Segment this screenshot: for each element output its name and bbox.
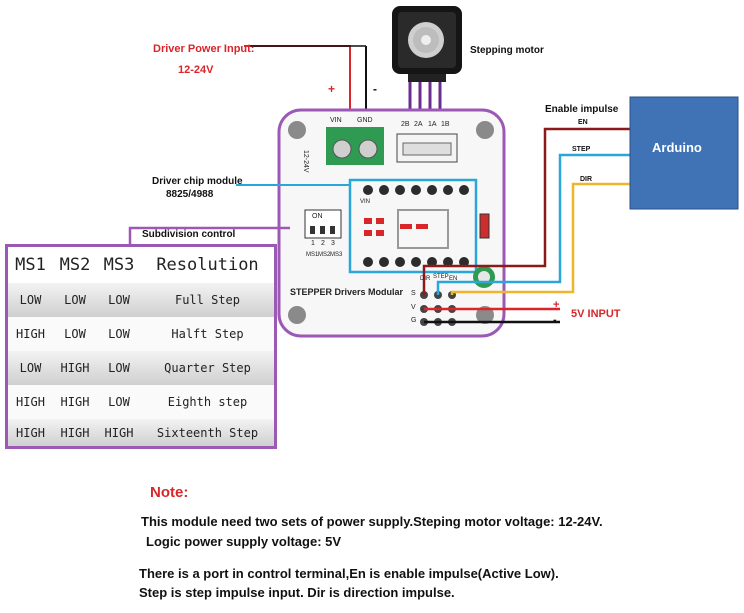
- ms3-silk: MS3: [330, 252, 343, 258]
- coil-2a-silk: 2A: [414, 121, 423, 128]
- cell-ms2: HIGH: [60, 395, 90, 409]
- five-v-input-label: 5V INPUT: [571, 308, 621, 320]
- table-header: MS1 MS2 MS3 Resolution: [8, 247, 274, 283]
- header-ms3: MS3: [103, 255, 135, 275]
- cell-resolution: Eighth step: [167, 395, 248, 409]
- gnd-silk: GND: [357, 117, 373, 124]
- cell-ms3: HIGH: [104, 425, 134, 440]
- ms1-silk: MS1: [306, 252, 319, 258]
- arduino-board: [629, 96, 739, 210]
- cell-ms3: LOW: [108, 293, 130, 307]
- cell-ms3: LOW: [108, 361, 130, 375]
- driver-chip-module-label: Driver chip module: [152, 176, 243, 187]
- note-line-2: Logic power supply voltage: 5V: [146, 534, 342, 549]
- stepping-motor: [392, 6, 462, 82]
- dir-wire: [450, 182, 637, 295]
- cell-ms1: HIGH: [16, 425, 45, 440]
- five-v-minus-label: -: [553, 314, 557, 326]
- pin-v-silk: V: [411, 304, 416, 311]
- cell-ms1: HIGH: [16, 327, 45, 341]
- cell-resolution: Quarter Step: [164, 361, 251, 375]
- header-ms1: MS1: [15, 255, 46, 275]
- cell-ms1: HIGH: [16, 395, 45, 409]
- step-wire: [436, 153, 637, 295]
- table-row: LOW LOW LOW Full Step: [8, 283, 274, 317]
- coil-2b-silk: 2B: [401, 121, 410, 128]
- header-ms2: MS2: [59, 255, 91, 275]
- pin-step-silk: STEP: [433, 274, 449, 280]
- cell-resolution: Halft Step: [171, 327, 244, 341]
- cell-ms3: LOW: [108, 395, 130, 409]
- cell-resolution: Full Step: [174, 293, 241, 307]
- power-plus-label: +: [328, 82, 336, 96]
- driver-power-voltage-label: 12-24V: [178, 64, 214, 76]
- cell-ms2: HIGH: [60, 361, 90, 375]
- dir-label: DIR: [580, 176, 593, 183]
- table-row: HIGH HIGH HIGH Sixteenth Step: [8, 419, 274, 446]
- note-line-1: This module need two sets of power suppl…: [141, 514, 603, 529]
- driver-board: [277, 108, 506, 338]
- cell-resolution: Sixteenth Step: [156, 425, 259, 440]
- note-line-3: There is a port in control terminal,En i…: [139, 566, 559, 581]
- pin-s-silk: S: [411, 290, 416, 297]
- step-label: STEP: [572, 146, 591, 153]
- arduino-label: Arduino: [652, 140, 702, 155]
- note-line-4: Step is step impulse input. Dir is direc…: [139, 585, 455, 600]
- cell-ms1: LOW: [19, 361, 42, 375]
- enable-impulse-label: Enable impulse: [545, 104, 619, 115]
- pin-dir-silk: DIR: [420, 276, 431, 282]
- note-title: Note:: [150, 484, 189, 501]
- dip-num-3: 3: [331, 240, 335, 247]
- vin-silk: VIN: [330, 117, 342, 124]
- subdivision-pointer: [128, 226, 290, 244]
- coil-1a-silk: 1A: [428, 121, 437, 128]
- driver-chip-part-label: 8825/4988: [166, 189, 214, 200]
- subdivision-control-label: Subdivision control: [142, 229, 236, 240]
- table-row: HIGH HIGH LOW Eighth step: [8, 385, 274, 419]
- resolution-table: MS1 MS2 MS3 Resolution LOW LOW LOW Full …: [5, 244, 277, 449]
- stepping-motor-label: Stepping motor: [470, 45, 544, 56]
- five-v-plus-label: +: [553, 299, 560, 311]
- en-label: EN: [578, 119, 588, 126]
- wiring-diagram: [128, 6, 739, 338]
- dip-num-2: 2: [321, 240, 325, 247]
- dip-num-1: 1: [311, 240, 315, 247]
- table-row: HIGH LOW LOW Halft Step: [8, 317, 274, 351]
- pin-g-silk: G: [411, 317, 417, 324]
- pin-en-silk: EN: [449, 276, 458, 282]
- vin-small-silk: VIN: [360, 199, 371, 205]
- power-minus-label: -: [373, 82, 377, 96]
- dip-on-silk: ON: [312, 213, 323, 220]
- cell-ms1: LOW: [19, 293, 42, 307]
- coil-1b-silk: 1B: [441, 121, 450, 128]
- voltage-side-silk: 12-24V: [302, 150, 309, 173]
- cell-ms2: LOW: [64, 327, 86, 341]
- header-resolution: Resolution: [156, 255, 259, 275]
- ms2-silk: MS2: [318, 252, 331, 258]
- cell-ms2: LOW: [64, 293, 86, 307]
- table-row: LOW HIGH LOW Quarter Step: [8, 351, 274, 385]
- enable-wire: [422, 127, 637, 295]
- board-title: STEPPER Drivers Modular: [290, 287, 404, 297]
- cell-ms2: HIGH: [60, 425, 90, 440]
- cell-ms3: LOW: [108, 327, 130, 341]
- driver-power-input-label: Driver Power Input:: [153, 43, 255, 55]
